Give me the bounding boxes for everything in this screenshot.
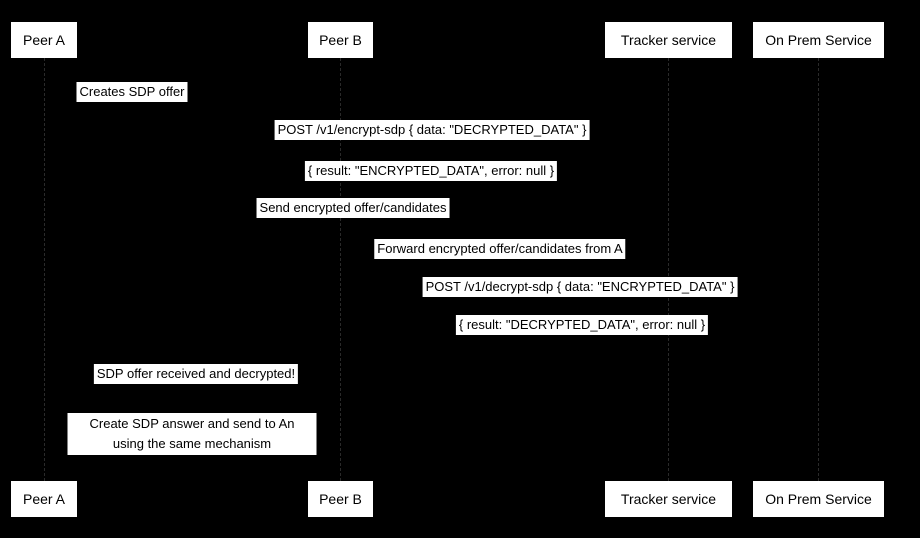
message-sdp-offer-received: SDP offer received and decrypted!: [93, 364, 299, 384]
message-post-encrypt-sdp: POST /v1/encrypt-sdp { data: "DECRYPTED_…: [274, 120, 590, 140]
actor-box-on-prem-service-top: On Prem Service: [753, 22, 884, 58]
message-forward-encrypted-offer: Forward encrypted offer/candidates from …: [374, 239, 626, 259]
actor-box-peer-a-bottom: Peer A: [11, 481, 77, 517]
note-create-sdp-answer: Create SDP answer and send to An using t…: [67, 413, 317, 455]
note-line-2: using the same mechanism: [112, 436, 272, 451]
message-decrypt-result: { result: "DECRYPTED_DATA", error: null …: [455, 315, 709, 335]
lifeline-peer-a: [44, 58, 45, 481]
lifeline-tracker-service: [668, 58, 669, 481]
actor-box-peer-b-bottom: Peer B: [308, 481, 373, 517]
message-encrypt-result: { result: "ENCRYPTED_DATA", error: null …: [304, 161, 558, 181]
actor-box-on-prem-service-bottom: On Prem Service: [753, 481, 884, 517]
actor-box-tracker-service-top: Tracker service: [605, 22, 732, 58]
lifeline-peer-b: [340, 58, 341, 481]
actor-box-tracker-service-bottom: Tracker service: [605, 481, 732, 517]
message-post-decrypt-sdp: POST /v1/decrypt-sdp { data: "ENCRYPTED_…: [422, 277, 738, 297]
lifeline-on-prem-service: [818, 58, 819, 481]
message-creates-sdp-offer: Creates SDP offer: [76, 82, 188, 102]
message-send-encrypted-offer: Send encrypted offer/candidates: [256, 198, 450, 218]
note-line-1: Create SDP answer and send to An: [89, 416, 295, 431]
actor-box-peer-a-top: Peer A: [11, 22, 77, 58]
actor-box-peer-b-top: Peer B: [308, 22, 373, 58]
